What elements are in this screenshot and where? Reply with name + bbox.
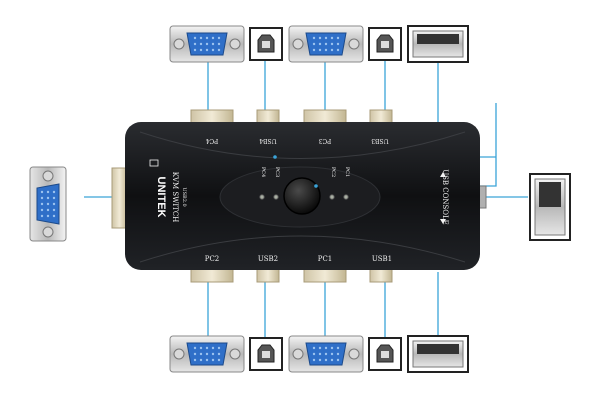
led-label: PC3	[274, 167, 280, 177]
usb-version-label: USB2.0	[181, 187, 187, 206]
usb-b-connector-icon	[368, 337, 402, 371]
bottom-port-housing	[369, 267, 393, 283]
bottom-port-label: USB2	[258, 255, 278, 263]
led-label: PC4	[260, 167, 266, 177]
model-label: KVM SWITCH	[171, 172, 179, 223]
top-port-label: PC4	[206, 137, 219, 144]
arrow-up-icon	[440, 172, 446, 177]
vga-connector-icon	[169, 25, 245, 63]
computer-icon	[149, 159, 159, 167]
usb-b-connector-icon	[368, 27, 402, 61]
bottom-port-label: PC1	[318, 255, 333, 263]
top-port-label: PC3	[319, 137, 332, 144]
top-port-housing	[190, 109, 234, 125]
brand-logo-text: UNITEK	[155, 177, 167, 218]
bottom-port-label: USB1	[372, 255, 392, 263]
wire-endpoint	[314, 184, 318, 188]
external-connectors	[29, 25, 571, 373]
port-select-button[interactable]	[283, 177, 321, 215]
led-indicator	[259, 194, 265, 200]
body-labels: PC4 USB4 PC3 USB3 PC2 USB2 PC1 USB1 PC4 …	[149, 137, 449, 263]
vga-connector-icon	[29, 166, 67, 242]
bottom-port-housing	[256, 267, 280, 283]
bottom-port-label: PC2	[205, 255, 220, 263]
usb-b-connector-icon	[249, 337, 283, 371]
vga-connector-icon	[288, 335, 364, 373]
bottom-port-housing	[190, 267, 234, 283]
bottom-port-housing	[303, 267, 347, 283]
top-port-housing	[256, 109, 280, 125]
console-label: USB CONSOLE	[441, 169, 449, 225]
top-port-housing	[303, 109, 347, 125]
arrow-down-icon	[440, 219, 446, 224]
top-port-housing	[369, 109, 393, 125]
usb-a-connector-icon	[407, 25, 469, 63]
wire-endpoint	[273, 155, 277, 159]
top-port-label: USB4	[259, 137, 277, 144]
usb-a-connector-icon	[407, 335, 469, 373]
status-leds	[259, 155, 349, 200]
led-indicator	[273, 194, 279, 200]
vga-connector-icon	[288, 25, 364, 63]
usb-a-connector-icon	[529, 173, 571, 241]
vga-connector-icon	[169, 335, 245, 373]
led-indicator	[343, 194, 349, 200]
led-indicator	[329, 194, 335, 200]
led-label: PC2	[330, 167, 336, 177]
led-label: PC1	[344, 167, 350, 177]
console-vga-housing	[111, 167, 128, 229]
usb-b-connector-icon	[249, 27, 283, 61]
top-port-label: USB3	[371, 137, 389, 144]
